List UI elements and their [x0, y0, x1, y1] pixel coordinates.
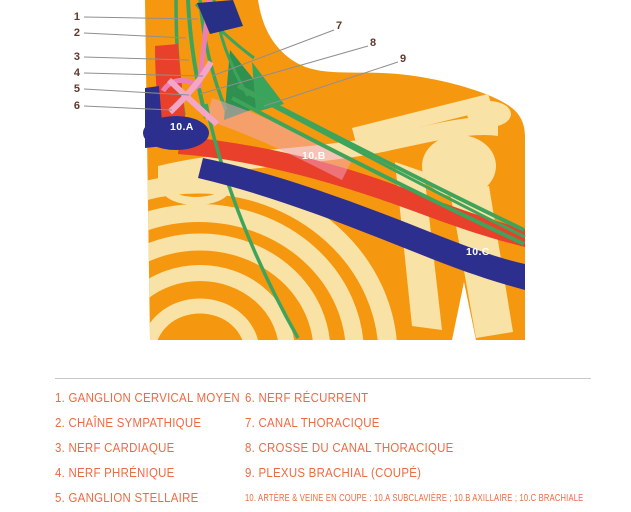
callout-number-9: 9: [400, 53, 407, 65]
phrenic-nerve-line: [204, 103, 300, 339]
vein-band: [198, 158, 525, 290]
legend-item-7: 7. CANAL THORACIQUE: [245, 415, 380, 430]
leader-lines: [83, 16, 399, 111]
legend-item-6: 6. NERF RÉCURRENT: [245, 390, 369, 405]
vessel-label-10b: 10.B: [302, 150, 326, 162]
legend-item-3: 3. NERF CARDIAQUE: [55, 440, 175, 455]
callout-number-5: 5: [73, 83, 80, 95]
legend-item-2: 2. CHAÎNE SYMPATHIQUE: [55, 415, 202, 430]
legend-item-9: 9. PLEXUS BRACHIAL (COUPÉ): [245, 465, 422, 480]
anatomy-illustration: [83, 0, 526, 340]
callout-number-7: 7: [336, 20, 343, 32]
callout-number-3: 3: [73, 51, 80, 63]
callout-number-1: 1: [73, 11, 80, 23]
callout-number-6: 6: [73, 100, 80, 112]
legend-item-5: 5. GANGLION STELLAIRE: [55, 490, 199, 505]
legend-column-right: 6. NERF RÉCURRENT 7. CANAL THORACIQUE 8.…: [245, 390, 631, 512]
legend-column-left: 1. GANGLION CERVICAL MOYEN 2. CHAÎNE SYM…: [55, 390, 265, 512]
legend-divider: [55, 378, 591, 379]
cut-muscle-section: [197, 0, 243, 34]
legend-item-10: 10. ARTÈRE & VEINE EN COUPE : 10.A SUBCL…: [245, 492, 584, 504]
callout-number-4: 4: [73, 67, 80, 79]
vessel-label-10a: 10.A: [170, 121, 194, 133]
artery-band: [178, 136, 525, 247]
brachial-plexus-nerves: [231, 84, 526, 246]
scapula-spine: [352, 94, 493, 143]
subclavian-vein-section: [143, 116, 209, 150]
plexus-pink-band: [206, 98, 352, 180]
callout-number-2: 2: [73, 27, 80, 39]
humeral-head: [422, 135, 496, 197]
vessel-label-10c: 10.C: [466, 246, 490, 258]
legend-item-4: 4. NERF PHRÉNIQUE: [55, 465, 175, 480]
legend-item-8: 8. CROSSE DU CANAL THORACIQUE: [245, 440, 454, 455]
legend-item-1: 1. GANGLION CERVICAL MOYEN: [55, 390, 240, 405]
callout-number-8: 8: [370, 37, 377, 49]
arm-separation: [452, 282, 476, 340]
